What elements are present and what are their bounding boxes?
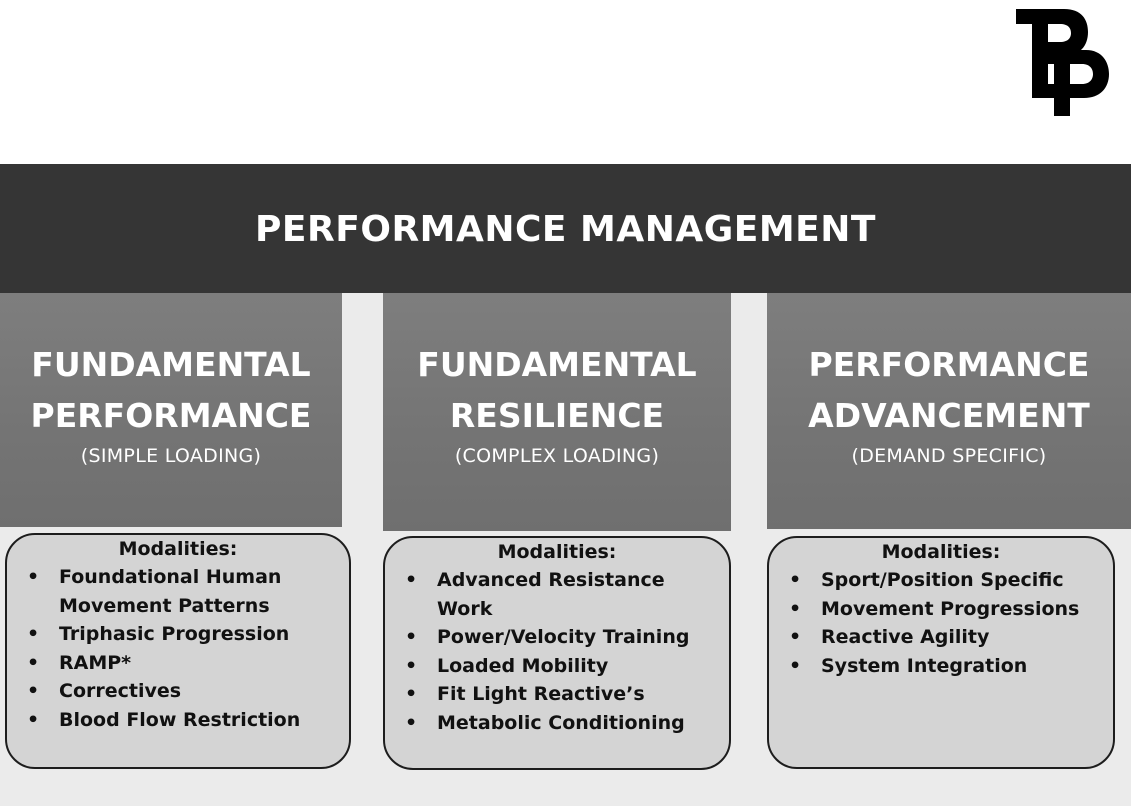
modalities-box-performance-advancement: Modalities: •Sport/Position Specific •Mo… bbox=[767, 536, 1115, 769]
modalities-list: •Foundational Human Movement Patterns •T… bbox=[7, 563, 349, 734]
pp-logo bbox=[1016, 9, 1109, 116]
list-item: •Metabolic Conditioning bbox=[385, 709, 729, 738]
bullet-icon: • bbox=[27, 623, 40, 645]
column-subtitle: (COMPLEX LOADING) bbox=[454, 445, 660, 467]
performance-management-banner: PERFORMANCE MANAGEMENT bbox=[0, 164, 1131, 293]
list-item: •Movement Progressions bbox=[769, 595, 1113, 624]
column-title-line2: ADVANCEMENT bbox=[808, 396, 1090, 435]
list-item: •Loaded Mobility bbox=[385, 652, 729, 681]
column-subtitle: (DEMAND SPECIFIC) bbox=[851, 445, 1047, 467]
column-title: FUNDAMENTAL RESILIENCE bbox=[383, 339, 731, 441]
column-title-line1: PERFORMANCE bbox=[808, 345, 1090, 384]
modalities-list: •Advanced Resistance Work •Power/Velocit… bbox=[385, 566, 729, 737]
bullet-icon: • bbox=[405, 711, 418, 734]
list-item: •Power/Velocity Training bbox=[385, 623, 729, 652]
column-title-line1: FUNDAMENTAL bbox=[31, 345, 311, 384]
bullet-icon: • bbox=[27, 566, 40, 588]
bullet-icon: • bbox=[405, 626, 418, 648]
list-item: •Sport/Position Specific bbox=[769, 566, 1113, 595]
modalities-heading: Modalities: bbox=[118, 538, 238, 560]
list-item: •RAMP* bbox=[7, 649, 349, 678]
column-title: PERFORMANCE ADVANCEMENT bbox=[767, 339, 1131, 441]
column-subtitle: (SIMPLE LOADING) bbox=[80, 445, 262, 467]
column-title-line1: FUNDAMENTAL bbox=[417, 345, 697, 384]
list-item: •Correctives bbox=[7, 677, 349, 706]
modalities-box-fundamental-resilience: Modalities: •Advanced Resistance Work •P… bbox=[383, 536, 731, 770]
list-item: •Blood Flow Restriction bbox=[7, 706, 349, 735]
list-item: •Triphasic Progression bbox=[7, 620, 349, 649]
list-item: •Reactive Agility bbox=[769, 623, 1113, 652]
list-item: •System Integration bbox=[769, 652, 1113, 681]
fundamental-resilience-header: FUNDAMENTAL RESILIENCE (COMPLEX LOADING) bbox=[383, 293, 731, 531]
bullet-icon: • bbox=[27, 651, 40, 674]
bullet-icon: • bbox=[405, 683, 418, 705]
fundamental-performance-header: FUNDAMENTAL PERFORMANCE (SIMPLE LOADING) bbox=[0, 293, 342, 527]
list-item: •Fit Light Reactive’s bbox=[385, 680, 729, 709]
modalities-heading: Modalities: bbox=[497, 541, 617, 563]
bullet-icon: • bbox=[789, 626, 802, 648]
column-title: FUNDAMENTAL PERFORMANCE bbox=[0, 339, 342, 441]
bullet-icon: • bbox=[27, 708, 40, 731]
list-item: •Advanced Resistance Work bbox=[385, 566, 729, 623]
bullet-icon: • bbox=[789, 569, 802, 591]
modalities-box-fundamental-performance: Modalities: •Foundational Human Movement… bbox=[5, 533, 351, 769]
banner-title: PERFORMANCE MANAGEMENT bbox=[255, 209, 876, 250]
bullet-icon: • bbox=[789, 597, 802, 620]
column-title-line2: RESILIENCE bbox=[449, 396, 665, 435]
bullet-icon: • bbox=[405, 654, 418, 677]
modalities-heading: Modalities: bbox=[881, 541, 1001, 563]
bullet-icon: • bbox=[405, 569, 418, 591]
column-title-line2: PERFORMANCE bbox=[30, 396, 312, 435]
performance-advancement-header: PERFORMANCE ADVANCEMENT (DEMAND SPECIFIC… bbox=[767, 293, 1131, 529]
modalities-list: •Sport/Position Specific •Movement Progr… bbox=[769, 566, 1113, 680]
list-item: •Foundational Human Movement Patterns bbox=[7, 563, 349, 620]
bullet-icon: • bbox=[789, 654, 802, 677]
bullet-icon: • bbox=[27, 680, 40, 702]
